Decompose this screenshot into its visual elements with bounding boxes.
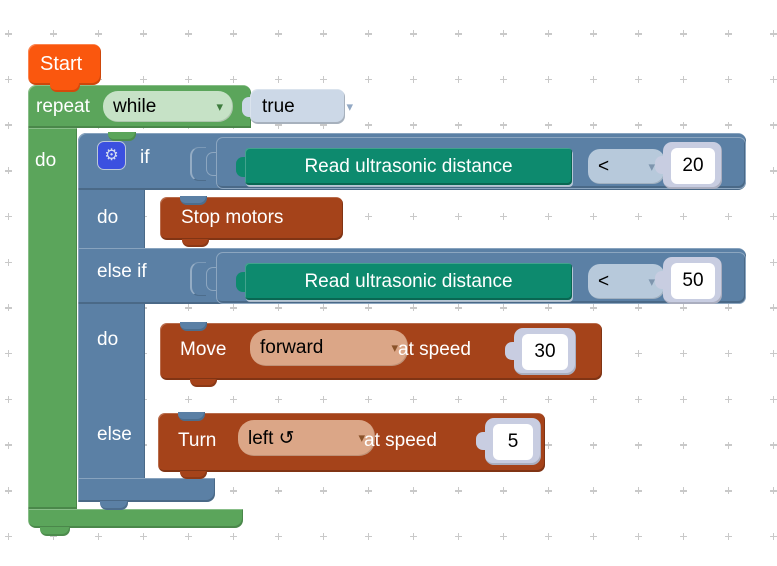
dropdown-arrow-icon: ▾ (346, 98, 353, 114)
move-direction-value: forward (260, 337, 324, 358)
number4-input[interactable]: 5 (493, 424, 533, 460)
repeat-label: repeat (36, 96, 90, 117)
operator1-dropdown[interactable]: < ▾ (588, 149, 665, 184)
if-elseif-label: else if (97, 261, 147, 282)
sensor1-label: Read ultrasonic distance (304, 155, 513, 177)
if-do1-label: do (97, 207, 119, 228)
true-value: true (262, 95, 295, 117)
repeat-mode-dropdown[interactable]: while ▾ (103, 91, 233, 122)
start-block[interactable] (28, 44, 101, 85)
turn-next-tab (180, 471, 207, 479)
stop-next-tab (182, 239, 209, 247)
compare2-output-tab (206, 267, 217, 291)
if-else-label: else (97, 424, 132, 445)
dropdown-arrow-icon: ▾ (648, 158, 655, 174)
move-at-speed-label: at speed (398, 339, 471, 360)
number1-output-tab (655, 156, 664, 174)
number3-input[interactable]: 30 (522, 334, 568, 370)
sensor2-block[interactable]: Read ultrasonic distance (245, 263, 572, 300)
move-direction-dropdown[interactable]: forward ▾ (250, 330, 408, 366)
stop-motors-label: Stop motors (181, 207, 284, 228)
dropdown-arrow-icon: ▾ (358, 430, 365, 445)
number2-output-tab (655, 271, 664, 289)
repeat-block-spine[interactable] (28, 128, 77, 509)
number3-output-tab (505, 342, 514, 360)
operator2-value: < (598, 270, 610, 292)
elseif-value-socket (190, 262, 206, 296)
sensor1-block[interactable]: Read ultrasonic distance (245, 148, 572, 185)
repeat-mode-value: while (113, 95, 157, 117)
repeat-do-label: do (35, 150, 57, 171)
true-block[interactable] (250, 89, 345, 124)
move-label: Move (180, 339, 227, 360)
number4-output-tab (476, 432, 485, 450)
dropdown-arrow-icon: ▾ (391, 340, 398, 355)
if-do2-label: do (97, 329, 119, 350)
gear-button[interactable]: ⚙ (97, 141, 126, 170)
sensor2-label: Read ultrasonic distance (304, 270, 513, 292)
turn-direction-value: left ↺ (248, 427, 295, 449)
turn-at-speed-label: at speed (364, 430, 437, 451)
if-else-statement-tab (178, 412, 205, 421)
dropdown-arrow-icon: ▾ (648, 273, 655, 289)
repeat-block-foot[interactable] (28, 509, 243, 528)
true-dropdown[interactable]: true ▾ (252, 91, 363, 122)
if-block-spine[interactable] (78, 133, 145, 502)
if-block-foot[interactable] (78, 478, 215, 502)
if-do1-statement-tab (180, 196, 207, 205)
number2-input[interactable]: 50 (671, 263, 715, 299)
compare1-output-tab (206, 152, 217, 176)
start-next-tab (50, 83, 80, 92)
operator2-dropdown[interactable]: < ▾ (588, 264, 665, 299)
operator1-value: < (598, 155, 610, 177)
true-block-output-tab (242, 97, 252, 117)
repeat-next-tab (40, 527, 70, 536)
repeat-statement-tab (108, 132, 136, 141)
start-label: Start (40, 53, 83, 75)
turn-direction-dropdown[interactable]: left ↺ ▾ (238, 420, 375, 456)
dropdown-arrow-icon: ▾ (216, 98, 223, 114)
if-next-tab (100, 501, 128, 510)
if-do2-statement-tab (180, 322, 207, 331)
move-next-tab (190, 379, 217, 387)
gear-icon: ⚙ (104, 146, 119, 164)
if-label: if (140, 147, 150, 168)
sensor2-output-tab (236, 272, 246, 292)
if-value-socket (190, 147, 206, 181)
sensor1-output-tab (236, 157, 246, 177)
number1-input[interactable]: 20 (671, 148, 715, 184)
turn-label: Turn (178, 430, 217, 451)
